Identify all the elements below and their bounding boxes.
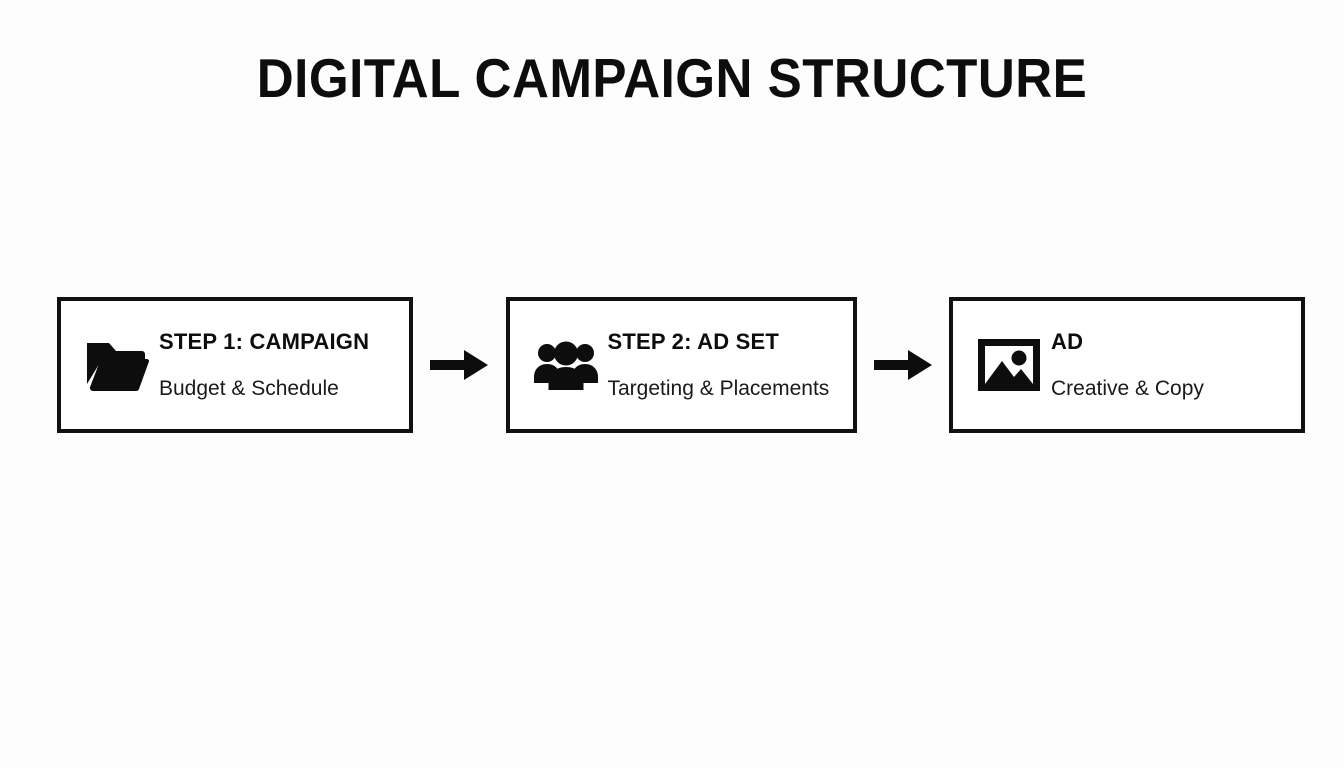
people-group-icon xyxy=(530,332,602,398)
flow-node-ad-set[interactable]: STEP 2: AD SET Targeting & Placements xyxy=(505,297,857,433)
page-title: DIGITAL CAMPAIGN STRUCTURE xyxy=(256,47,1088,109)
flow-node-title: AD xyxy=(1051,329,1084,355)
arrow-right-icon xyxy=(857,297,950,433)
flow-node-text: AD Creative & Copy xyxy=(1051,329,1204,400)
image-icon xyxy=(973,332,1045,398)
flow-node-text: STEP 1: CAMPAIGN Budget & Schedule xyxy=(159,329,370,400)
folder-icon xyxy=(81,332,153,398)
flow-node-title: STEP 1: CAMPAIGN xyxy=(159,329,370,355)
flow-node-title: STEP 2: AD SET xyxy=(607,329,780,355)
flow-node-campaign[interactable]: STEP 1: CAMPAIGN Budget & Schedule xyxy=(57,297,413,433)
flow-diagram: STEP 1: CAMPAIGN Budget & Schedule xyxy=(57,297,1305,433)
arrow-right-icon xyxy=(413,297,506,433)
flow-node-subtitle: Budget & Schedule xyxy=(159,376,339,400)
flow-node-subtitle: Targeting & Placements xyxy=(607,376,830,400)
flow-node-ad[interactable]: AD Creative & Copy xyxy=(949,297,1305,433)
flow-node-text: STEP 2: AD SET Targeting & Placements xyxy=(607,329,830,400)
flow-node-subtitle: Creative & Copy xyxy=(1051,376,1204,400)
